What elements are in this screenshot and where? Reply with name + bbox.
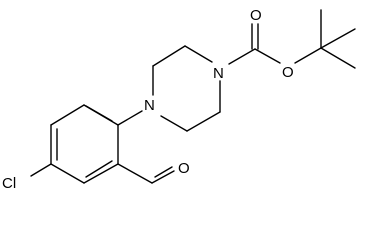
ring-bond-4 [50,163,85,184]
tert-butyl-group [320,9,356,69]
piperazine-nitrogen-aryl-label: N [144,97,155,114]
aldehyde-oxygen-label: O [178,160,190,177]
ring-bond-2 [50,104,85,126]
ester-tertbutyl-bond [294,47,322,64]
piperazine-bond-5 [186,111,221,132]
piperazine-bond-2 [152,45,186,67]
piperazine-nitrogen-carbamate-label: N [213,65,224,82]
ring-bond-5 [83,163,119,184]
piperazine-bond-3 [184,45,213,63]
molecule-svg: Cl O N N O O [2,7,356,192]
ester-oxygen-label: O [282,64,294,81]
piperazine-bond-6 [160,115,188,132]
aldehyde-bond [117,163,153,184]
carbamate-n-c-bond [228,48,256,65]
structure-diagram: Cl O N N O O [2,7,356,192]
tbutyl-methyl-right [320,28,356,49]
carbonyl-oxygen-label: O [250,7,262,24]
benzene-ring [50,104,119,184]
ring-bond-1-inner [85,105,113,122]
chlorine-bond [30,163,52,177]
aryl-nitrogen-bond [117,110,143,126]
piperazine-ring [152,45,221,132]
aldehyde-carbonyl-bond [151,170,175,184]
aldehyde-carbonyl-bond-inner [154,166,173,178]
chlorine-atom-label: Cl [2,175,16,192]
ring-bond-5-inner [85,160,113,178]
tbutyl-methyl-down [320,47,356,69]
carbamate-ester-bond [254,48,281,64]
